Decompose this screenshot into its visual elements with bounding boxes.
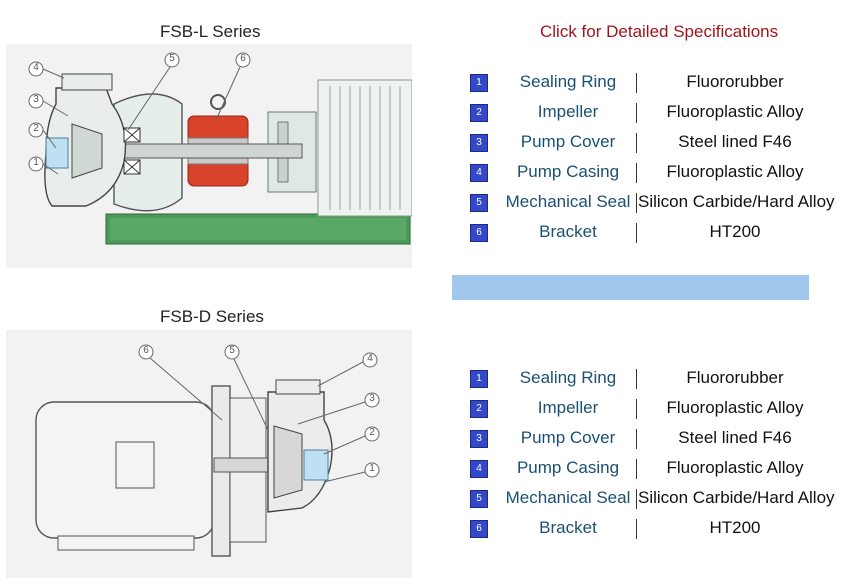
column-divider (636, 223, 637, 243)
spec-row: 5 Mechanical Seal Silicon Carbide/Hard A… (470, 191, 850, 217)
spec-row: 4 Pump Casing Fluoroplastic Alloy (470, 457, 850, 483)
column-divider (636, 163, 637, 183)
callout-2: 2 (33, 123, 39, 134)
row-number-badge: 2 (470, 400, 488, 418)
detailed-specifications-link[interactable]: Click for Detailed Specifications (540, 22, 779, 41)
row-number-badge: 1 (470, 74, 488, 92)
part-name: Pump Cover (520, 428, 616, 447)
separator-band (452, 275, 809, 300)
row-number-badge: 4 (470, 460, 488, 478)
column-divider (636, 193, 637, 213)
callout-2: 2 (369, 427, 375, 438)
part-material: HT200 (709, 518, 761, 537)
row-number-badge: 3 (470, 134, 488, 152)
part-name: Sealing Ring (519, 72, 617, 91)
spec-row: 3 Pump Cover Steel lined F46 (470, 427, 850, 453)
row-number-badge: 2 (470, 104, 488, 122)
part-material: Fluoroplastic Alloy (666, 162, 804, 181)
part-name: Mechanical Seal (505, 192, 631, 211)
part-name: Bracket (539, 222, 597, 241)
callout-3: 3 (369, 393, 375, 404)
callout-1: 1 (369, 463, 375, 474)
row-number-badge: 6 (470, 520, 488, 538)
row-number-badge: 5 (470, 490, 488, 508)
part-material: Fluoroplastic Alloy (666, 398, 804, 417)
part-material: Steel lined F46 (678, 132, 792, 151)
column-divider (636, 489, 637, 509)
fsb-l-diagram: 1 2 3 4 5 6 (6, 44, 413, 268)
column-divider (636, 103, 637, 123)
callout-6: 6 (240, 53, 246, 64)
part-name: Pump Cover (520, 132, 616, 151)
part-material: Fluoroplastic Alloy (666, 458, 804, 477)
callout-5: 5 (169, 53, 175, 64)
spec-row: 2 Impeller Fluoroplastic Alloy (470, 101, 850, 127)
spec-row: 1 Sealing Ring Fluororubber (470, 367, 850, 393)
part-material: Fluororubber (686, 368, 784, 387)
part-name: Impeller (537, 398, 599, 417)
part-name: Sealing Ring (519, 368, 617, 387)
part-material: HT200 (709, 222, 761, 241)
column-divider (636, 519, 637, 539)
row-number-badge: 3 (470, 430, 488, 448)
part-name: Mechanical Seal (505, 488, 631, 507)
part-material: Silicon Carbide/Hard Alloy (638, 192, 835, 211)
part-material: Silicon Carbide/Hard Alloy (638, 488, 835, 507)
spec-row: 2 Impeller Fluoroplastic Alloy (470, 397, 850, 423)
callout-6: 6 (143, 345, 149, 356)
spec-row: 1 Sealing Ring Fluororubber (470, 71, 850, 97)
row-number-badge: 5 (470, 194, 488, 212)
part-name: Bracket (539, 518, 597, 537)
row-number-badge: 6 (470, 224, 488, 242)
callout-4: 4 (33, 62, 39, 73)
column-divider (636, 369, 637, 389)
spec-row: 5 Mechanical Seal Silicon Carbide/Hard A… (470, 487, 850, 513)
column-divider (636, 429, 637, 449)
column-divider (636, 73, 637, 93)
callout-3: 3 (33, 94, 39, 105)
column-divider (636, 133, 637, 153)
callout-1: 1 (33, 157, 39, 168)
part-material: Fluoroplastic Alloy (666, 102, 804, 121)
column-divider (636, 399, 637, 419)
callout-5: 5 (229, 345, 235, 356)
part-name: Pump Casing (516, 458, 620, 477)
row-number-badge: 4 (470, 164, 488, 182)
spec-row: 6 Bracket HT200 (470, 517, 850, 543)
part-material: Fluororubber (686, 72, 784, 91)
part-name: Impeller (537, 102, 599, 121)
fsb-d-diagram: 6 5 4 3 2 1 (6, 330, 412, 578)
spec-row: 6 Bracket HT200 (470, 221, 850, 247)
spec-row: 4 Pump Casing Fluoroplastic Alloy (470, 161, 850, 187)
row-number-badge: 1 (470, 370, 488, 388)
callout-4: 4 (367, 353, 373, 364)
spec-row: 3 Pump Cover Steel lined F46 (470, 131, 850, 157)
fsb-l-series-title: FSB-L Series (160, 22, 261, 41)
part-name: Pump Casing (516, 162, 620, 181)
part-material: Steel lined F46 (678, 428, 792, 447)
fsb-d-series-title: FSB-D Series (160, 307, 264, 326)
column-divider (636, 459, 637, 479)
